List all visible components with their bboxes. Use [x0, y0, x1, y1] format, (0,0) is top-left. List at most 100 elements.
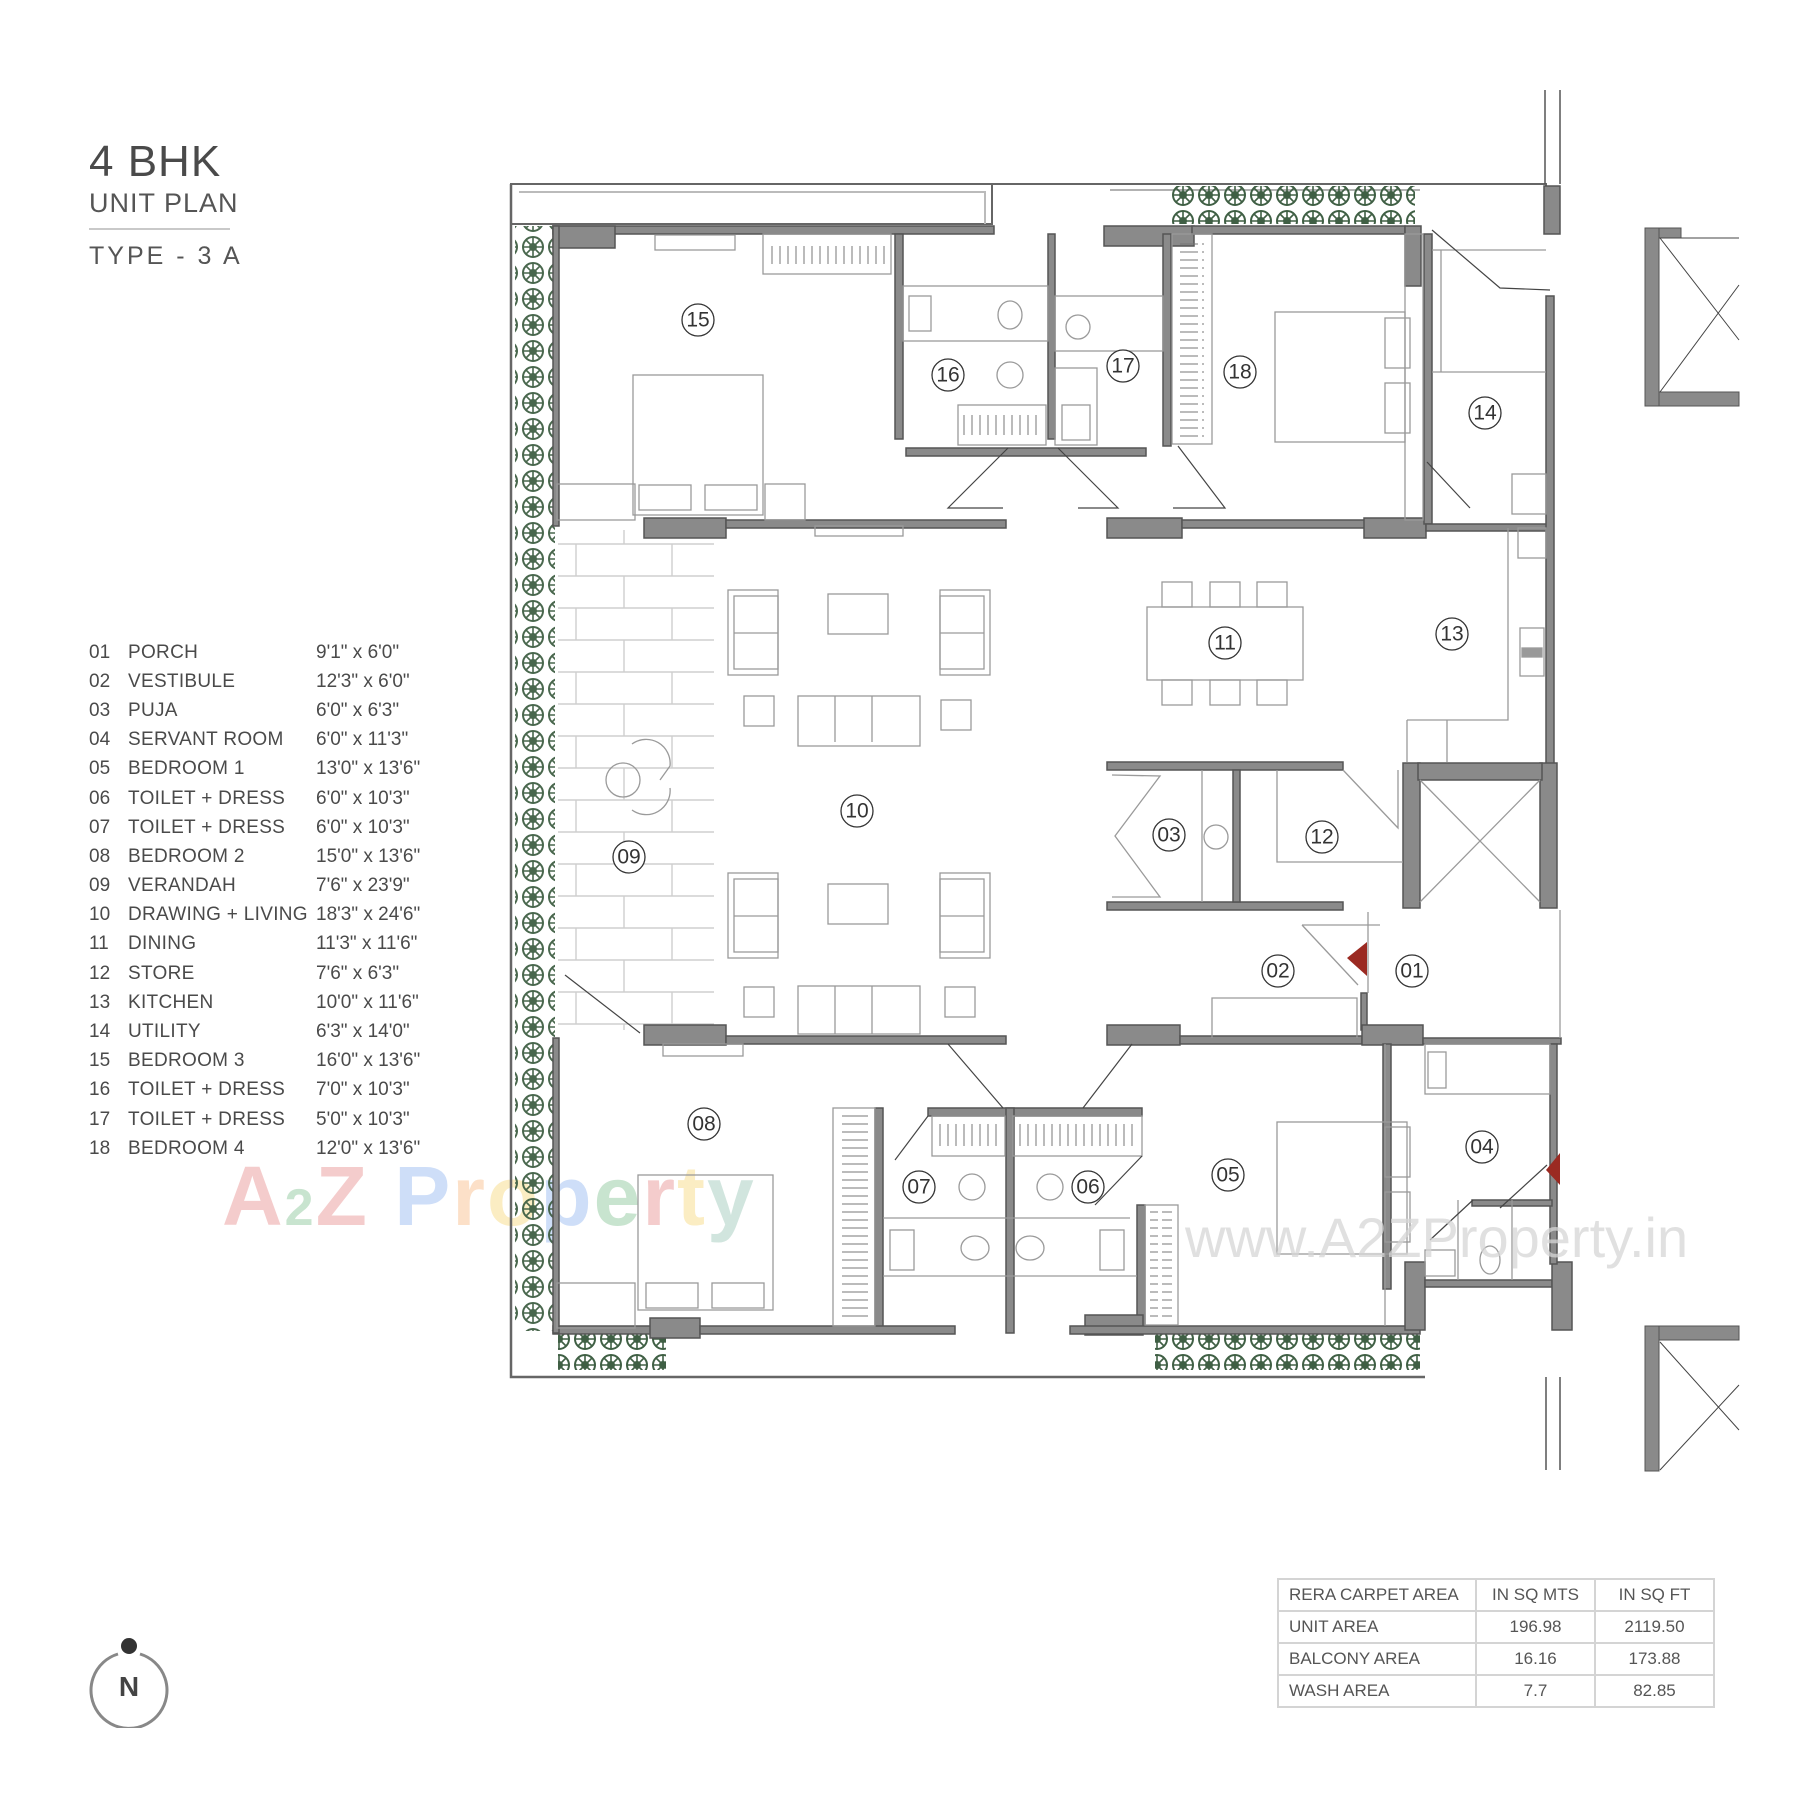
table-header: RERA CARPET AREA	[1277, 1578, 1477, 1612]
legend-dimensions: 6'0" x 11'3"	[316, 729, 409, 751]
compass-label: N	[119, 1671, 139, 1702]
watermark-char: P	[394, 1149, 453, 1243]
svg-text:14: 14	[1473, 402, 1497, 425]
room-label-14: 14	[1468, 396, 1502, 430]
room-label-18: 18	[1223, 355, 1257, 389]
legend-number: 01	[89, 641, 111, 663]
room-label-17: 17	[1106, 349, 1140, 383]
table-row: WASH AREA 7.7 82.85	[1277, 1674, 1715, 1708]
svg-text:09: 09	[617, 846, 640, 869]
legend-room-name: BEDROOM 2	[128, 845, 245, 867]
legend-dimensions: 11'3" x 11'6"	[316, 933, 418, 955]
room-labels: 01 02 03 04 05 06 07 08 09 10 11 12 13 1…	[612, 303, 1502, 1204]
legend-room-name: PORCH	[128, 641, 199, 663]
legend-number: 15	[89, 1050, 111, 1072]
fixtures	[556, 233, 1561, 1329]
bed-icon	[637, 1174, 774, 1311]
planter-bottom-right	[1155, 1334, 1420, 1370]
room-label-02: 02	[1261, 954, 1295, 988]
table-row: BALCONY AREA 16.16 173.88	[1277, 1642, 1715, 1676]
unit-title: 4 BHK	[89, 137, 222, 186]
legend-room-name: STORE	[128, 962, 195, 984]
legend-dimensions: 18'3" x 24'6"	[316, 904, 421, 926]
room-label-16: 16	[931, 358, 965, 392]
row-sqft: 173.88	[1594, 1642, 1715, 1676]
room-label-04: 04	[1465, 1130, 1499, 1164]
legend-number: 14	[89, 1021, 111, 1043]
legend-dimensions: 16'0" x 13'6"	[316, 1050, 421, 1072]
legend-row: 10 DRAWING + LIVING 18'3" x 24'6"	[89, 901, 420, 930]
legend-room-name: UTILITY	[128, 1021, 201, 1043]
room-label-12: 12	[1305, 820, 1339, 854]
entry-marker-icon	[1546, 1153, 1560, 1185]
watermark-char: r	[452, 1149, 487, 1243]
legend-room-name: BEDROOM 1	[128, 758, 245, 780]
legend-room-name: DRAWING + LIVING	[128, 904, 308, 926]
legend-room-name: VESTIBULE	[128, 670, 236, 692]
legend-room-name: KITCHEN	[128, 991, 214, 1013]
legend-number: 09	[89, 875, 111, 897]
legend-dimensions: 15'0" x 13'6"	[316, 845, 421, 867]
watermark-char: e	[593, 1149, 643, 1243]
legend-dimensions: 7'6" x 6'3"	[316, 962, 400, 984]
room-label-15: 15	[681, 303, 715, 337]
bed-icon	[1276, 1121, 1408, 1255]
legend-number: 17	[89, 1108, 111, 1130]
north-compass: N	[88, 1628, 170, 1730]
legend-room-name: TOILET + DRESS	[128, 1079, 286, 1101]
legend-number: 16	[89, 1079, 111, 1101]
bed-icon	[632, 374, 764, 516]
legend-number: 11	[89, 933, 109, 955]
row-label: BALCONY AREA	[1277, 1642, 1477, 1676]
table-header-row: RERA CARPET AREA IN SQ MTS IN SQ FT	[1277, 1578, 1715, 1612]
watermark-char: Z	[315, 1149, 369, 1243]
legend-number: 06	[89, 787, 111, 809]
legend-room-name: BEDROOM 3	[128, 1050, 245, 1072]
legend-number: 13	[89, 991, 111, 1013]
legend-room-name: BEDROOM 4	[128, 1137, 245, 1159]
wardrobe-icon	[1171, 233, 1213, 445]
room-label-13: 13	[1435, 617, 1469, 651]
svg-text:07: 07	[907, 1176, 930, 1199]
watermark-char: t	[677, 1149, 708, 1243]
legend-dimensions: 7'6" x 23'9"	[316, 875, 410, 897]
svg-text:05: 05	[1216, 1164, 1239, 1187]
legend-room-name: VERANDAH	[128, 875, 236, 897]
row-sqft: 82.85	[1594, 1674, 1715, 1708]
svg-text:06: 06	[1076, 1176, 1099, 1199]
legend-room-name: PUJA	[128, 699, 178, 721]
legend-number: 08	[89, 845, 111, 867]
legend-number: 02	[89, 670, 111, 692]
svg-text:17: 17	[1111, 355, 1134, 378]
legend-number: 10	[89, 904, 111, 926]
planter-top-right	[1170, 186, 1415, 224]
room-label-01: 01	[1395, 954, 1429, 988]
legend-dimensions: 9'1" x 6'0"	[316, 641, 400, 663]
room-label-03: 03	[1152, 818, 1186, 852]
exterior-lines	[1544, 90, 1561, 1470]
unit-type: TYPE - 3 A	[89, 242, 243, 270]
room-label-07: 07	[902, 1170, 936, 1204]
legend-room-name: TOILET + DRESS	[128, 816, 286, 838]
row-sqm: 196.98	[1475, 1610, 1596, 1644]
lift-box-bottom	[1644, 1325, 1740, 1472]
legend-room-name: DINING	[128, 933, 197, 955]
door-swings	[564, 229, 1551, 1241]
svg-text:08: 08	[692, 1113, 715, 1136]
legend-dimensions: 13'0" x 13'6"	[316, 758, 421, 780]
legend-room-name: TOILET + DRESS	[128, 787, 286, 809]
room-label-08: 08	[687, 1107, 721, 1141]
verandah-tiles	[558, 530, 714, 1030]
watermark-char: y	[707, 1149, 756, 1243]
rera-area-table: RERA CARPET AREA IN SQ MTS IN SQ FT UNIT…	[1277, 1578, 1715, 1708]
watermark-char: r	[642, 1149, 678, 1243]
legend-row: 11 DINING 11'3" x 11'6"	[89, 930, 420, 959]
table-header: IN SQ MTS	[1475, 1578, 1596, 1612]
